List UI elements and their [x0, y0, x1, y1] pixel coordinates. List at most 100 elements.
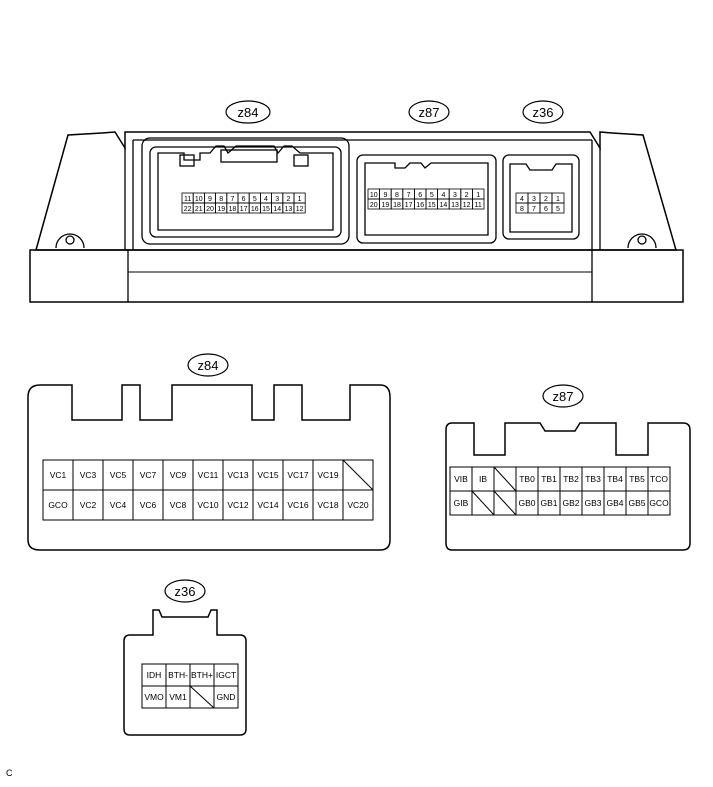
- empty-cell-slash: [471, 490, 495, 516]
- pin-label: GB4: [606, 498, 623, 508]
- pin-label: GND: [217, 692, 236, 702]
- ecu-label-z87: z87: [408, 100, 450, 124]
- pin-label: VC1: [50, 470, 67, 480]
- pin-label: VC6: [140, 500, 157, 510]
- pin-label: GB0: [518, 498, 535, 508]
- figure-caption: C: [6, 768, 13, 778]
- z36-connector-face: z36: [123, 579, 247, 736]
- pin-label: 3: [275, 196, 279, 203]
- pin-label: 1: [298, 196, 302, 203]
- pin-label: VC11: [198, 470, 219, 480]
- pin-label: VC20: [347, 500, 369, 510]
- pin-label: VC15: [257, 470, 279, 480]
- empty-cell-slash: [493, 466, 517, 492]
- pin-label: 15: [428, 202, 436, 209]
- pin-label: 1: [476, 192, 480, 199]
- pin-label: 16: [251, 206, 259, 213]
- pin-label: 22: [184, 206, 192, 213]
- pin-label: 5: [556, 206, 560, 213]
- pin-label: 6: [418, 192, 422, 199]
- pin-label: 2: [465, 192, 469, 199]
- pin-label: 4: [520, 196, 524, 203]
- svg-text:z36: z36: [533, 105, 554, 120]
- pin-label: VMO: [144, 692, 164, 702]
- ecu-housing: [29, 131, 684, 303]
- pin-label: 5: [430, 192, 434, 199]
- pin-label: VC8: [170, 500, 187, 510]
- pin-label: VC2: [80, 500, 97, 510]
- z84-connector-face: z84: [27, 353, 391, 551]
- empty-cell-slash: [189, 685, 215, 709]
- grid-cell: [471, 198, 485, 210]
- pin-label: VC5: [110, 470, 127, 480]
- pin-label: 7: [532, 206, 536, 213]
- pin-label: 13: [285, 206, 293, 213]
- pin-label: 2: [286, 196, 290, 203]
- pin-label: 9: [383, 192, 387, 199]
- pin-label: 2: [544, 196, 548, 203]
- pin-label: VC7: [140, 470, 157, 480]
- ecu-label-z84: z84: [225, 100, 271, 124]
- pin-label: 17: [240, 206, 248, 213]
- pin-label: 21: [195, 206, 203, 213]
- pin-label: GCO: [48, 500, 68, 510]
- pin-label: 11: [184, 196, 191, 203]
- pin-label: VC9: [170, 470, 187, 480]
- pin-label: 10: [195, 196, 203, 203]
- pin-label: 17: [405, 202, 413, 209]
- pin-label: VC16: [287, 500, 309, 510]
- z87-label: z87: [553, 389, 574, 404]
- pin-label: 12: [463, 202, 471, 209]
- pin-label: TB5: [629, 474, 645, 484]
- pin-label: BTH+: [191, 670, 213, 680]
- pin-label: 14: [273, 206, 281, 213]
- grid-cell: [293, 202, 306, 214]
- svg-text:z87: z87: [419, 105, 440, 120]
- pin-label: IDH: [147, 670, 162, 680]
- z36-label: z36: [175, 584, 196, 599]
- pin-label: IGCT: [216, 670, 236, 680]
- pin-label: IB: [479, 474, 487, 484]
- pin-label: VC18: [317, 500, 339, 510]
- pin-label: TB4: [607, 474, 623, 484]
- pin-label: 11: [475, 202, 482, 209]
- pin-label: VC17: [287, 470, 309, 480]
- pin-label: TB1: [541, 474, 557, 484]
- pin-label: BTH-: [168, 670, 188, 680]
- pin-label: 15: [262, 206, 270, 213]
- svg-text:z84: z84: [238, 105, 259, 120]
- pin-label: 6: [242, 196, 246, 203]
- pin-label: GB3: [584, 498, 601, 508]
- pin-label: VC10: [197, 500, 219, 510]
- pin-label: TB0: [519, 474, 535, 484]
- pin-label: 14: [440, 202, 448, 209]
- grid-cell: [213, 685, 239, 709]
- pin-label: 12: [296, 206, 304, 213]
- pin-label: GIB: [454, 498, 469, 508]
- pin-label: 7: [230, 196, 234, 203]
- z84-label: z84: [198, 358, 219, 373]
- ecu-label-z36: z36: [522, 100, 564, 124]
- grid-cell: [342, 489, 374, 521]
- pin-label: 20: [370, 202, 378, 209]
- grid-cell: [647, 490, 671, 516]
- pin-label: 18: [229, 206, 237, 213]
- pin-label: 5: [253, 196, 257, 203]
- pin-label: 16: [416, 202, 424, 209]
- pin-label: 3: [532, 196, 536, 203]
- pin-label: 8: [395, 192, 399, 199]
- pin-label: 19: [382, 202, 390, 209]
- pin-label: 18: [393, 202, 401, 209]
- pin-label: 3: [453, 192, 457, 199]
- pin-label: 4: [441, 192, 445, 199]
- pin-label: 19: [217, 206, 225, 213]
- z87-connector-face: z87: [445, 384, 691, 551]
- pin-label: 7: [407, 192, 411, 199]
- pin-label: GB2: [562, 498, 579, 508]
